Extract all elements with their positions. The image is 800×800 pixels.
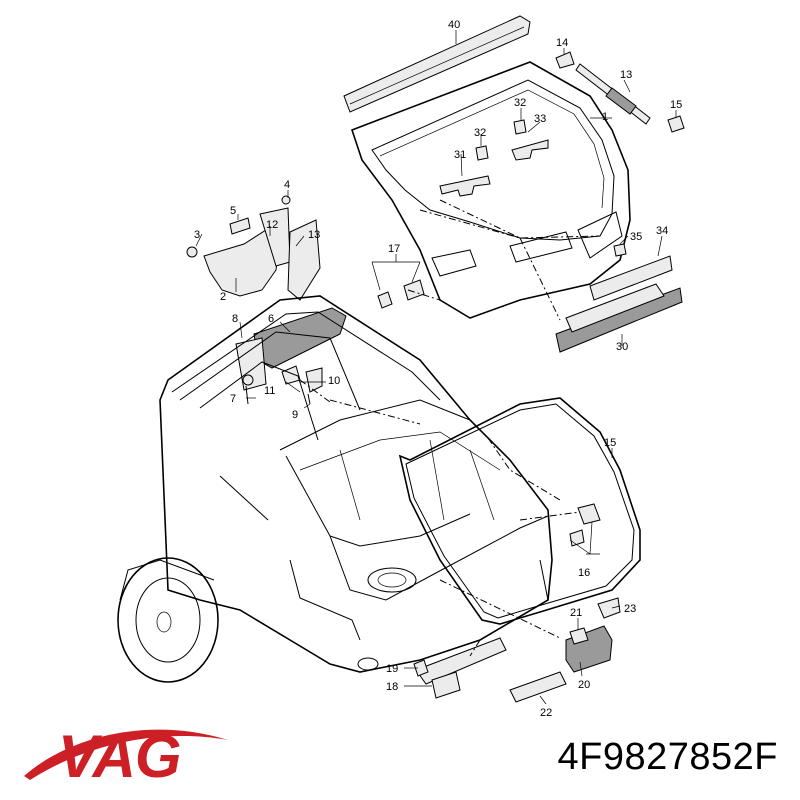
vag-logo: VAG [58, 723, 182, 790]
rear-spoiler [343, 15, 531, 113]
callout-3: 3 [194, 229, 200, 241]
hinge-assembly [186, 195, 321, 301]
callout-11: 11 [264, 385, 275, 397]
release-handle [413, 637, 567, 703]
callout-5: 5 [230, 205, 236, 217]
callout-23: 22 [540, 707, 552, 719]
tailgate-seal [398, 397, 641, 625]
callout-1: 1 [602, 111, 608, 123]
callout-9: 9 [292, 409, 298, 421]
callout-13: 13 [308, 229, 320, 241]
vag-logo-swoosh [24, 729, 228, 780]
callout-2: 2 [220, 291, 226, 303]
callout-24: 23 [624, 603, 636, 615]
connection-lines [299, 199, 581, 657]
callout-18: 17 [388, 243, 400, 255]
callout-17: 16 [578, 567, 590, 579]
callout-21: 20 [578, 679, 590, 691]
fixings-18 [377, 279, 425, 309]
callout-8: 8 [232, 313, 238, 325]
callout-19: 18 [386, 681, 398, 693]
callout-6: 6 [268, 313, 274, 325]
part-number: 4F9827852F [557, 736, 778, 778]
callout-30: 30 [616, 341, 628, 353]
callout-labels: 40 14 13 15 1 32 32 33 31 35 34 30 17 4 … [194, 19, 682, 719]
brake-light-assembly [555, 243, 683, 353]
gas-strut [555, 51, 685, 133]
callout-35: 35 [630, 231, 642, 243]
callout-31: 31 [454, 149, 466, 161]
car-body [117, 295, 553, 683]
callout-14: 13 [620, 69, 632, 81]
callout-34: 34 [656, 225, 668, 237]
callout-7: 7 [230, 393, 236, 405]
tailgate-door [350, 61, 631, 319]
callout-15-right: 15 [670, 99, 682, 111]
callout-4: 4 [284, 179, 290, 191]
callout-22: 21 [570, 607, 582, 619]
callout-32-left: 32 [474, 127, 486, 139]
callout-40: 40 [448, 19, 460, 31]
window-brackets [439, 119, 549, 197]
leader-lines [195, 30, 677, 705]
buffers-17 [569, 503, 601, 547]
tailgate-lock [565, 597, 621, 673]
callout-20: 19 [386, 663, 398, 675]
callout-10: 10 [328, 375, 340, 387]
callout-12: 12 [266, 219, 278, 231]
callout-33: 33 [534, 113, 546, 125]
callout-32-right: 32 [514, 97, 526, 109]
tailgate-lock-actuator [235, 307, 347, 405]
callout-15-top: 14 [556, 37, 568, 49]
callout-16: 15 [604, 437, 616, 449]
